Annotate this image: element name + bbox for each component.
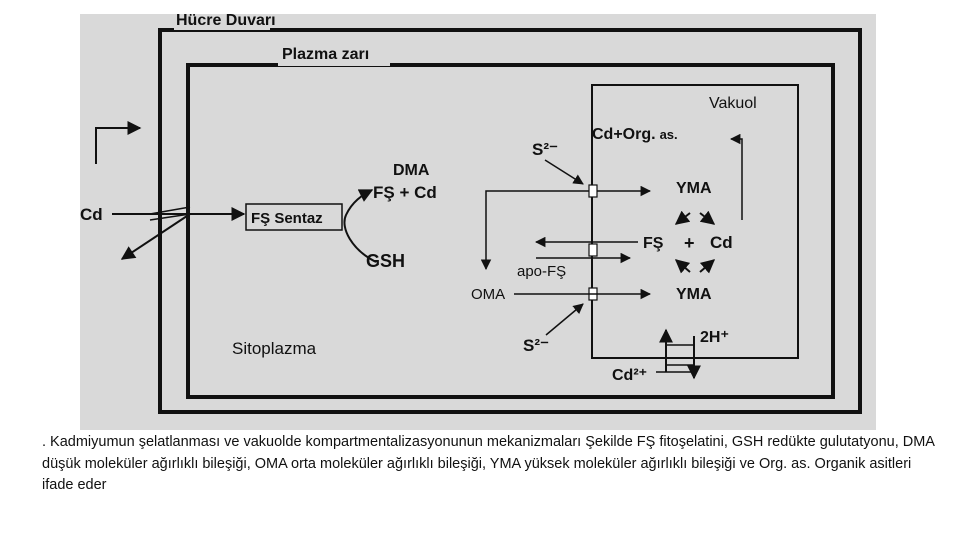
cell-wall-box [158,28,862,414]
cd-vacuole-label: Cd [710,233,733,252]
eq-arrow-ur [699,210,716,225]
yma-top-label: YMA [676,180,712,197]
ps-cd-label: FŞ + Cd [373,183,437,202]
cell-wall-label: Hücre Duvarı [176,12,276,29]
cd-outside-label: Cd [80,205,103,224]
eq-arrow-ul [674,210,691,225]
plasma-membrane-label-bg [278,44,390,66]
transporter-middle [588,243,598,257]
ps-vacuole-label: FŞ [643,235,664,252]
sulfide-bottom-arrow [545,303,584,336]
cd-branch-line-1 [149,206,191,215]
entry-arrow [95,121,142,164]
plasma-membrane-box [186,63,835,399]
gsh-label: GSH [366,251,405,271]
sulfide-top-label: S²⁻ [532,140,558,159]
ps-cd-to-oma-arrow [480,190,590,271]
cd-branch-line-2 [149,213,191,221]
figure-caption: . Kadmiyumun şelatlanması ve vakuolde ko… [42,434,935,493]
cytoplasm-label: Sitoplazma [232,339,317,358]
vacuole-label: Vakuol [709,95,757,112]
sulfide-top-arrow [544,159,584,185]
cd2-label: Cd²⁺ [612,367,647,384]
sulfide-bottom-label: S²⁻ [523,336,549,355]
cd-to-organic-acid-arrow [729,133,743,220]
transporter-top [588,184,598,198]
eq-arrow-lr [699,259,716,274]
apo-ps-label: apo-FŞ [517,263,566,280]
cd-efflux-arrow [120,213,191,260]
yma-bottom-label: YMA [676,286,712,303]
gsh-to-ps-arrow [343,189,377,263]
plus-sign: + [684,233,695,253]
eq-arrow-ll [674,259,691,274]
dma-label: DMA [393,162,430,179]
oma-label: OMA [471,286,505,303]
cell-wall-label-bg [174,14,270,30]
ps-synthase-label: FŞ Sentaz [251,210,323,227]
figure-background [80,14,876,430]
ps-synthase-box [245,203,343,231]
plasma-membrane-label: Plazma zarı [282,46,369,63]
proton-label: 2H⁺ [700,329,729,346]
cd-organic-acid-label: Cd+Org.as. [592,126,678,143]
